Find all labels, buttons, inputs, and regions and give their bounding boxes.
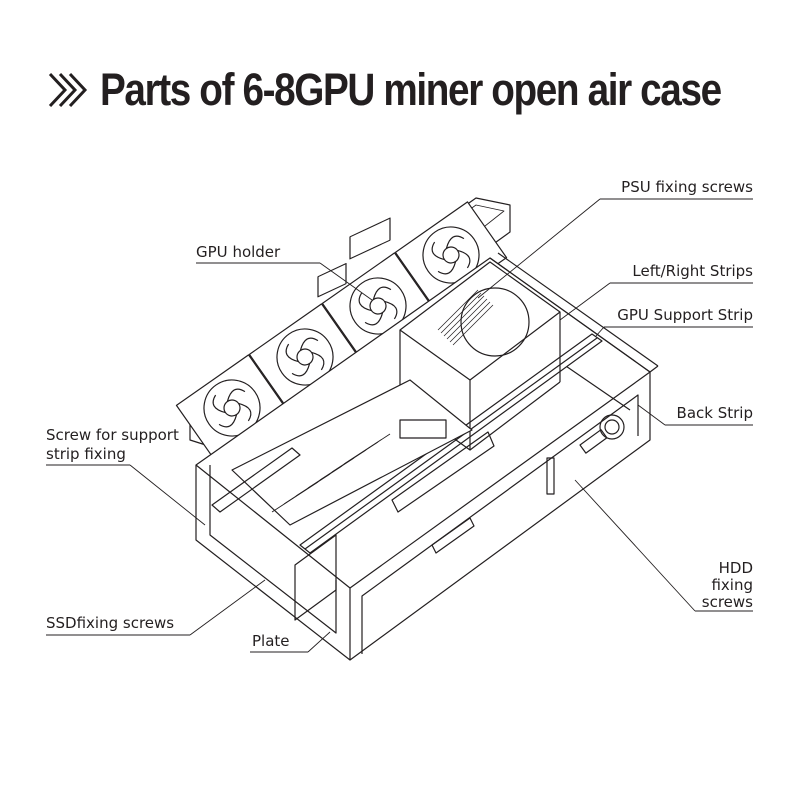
gpu-support-strip xyxy=(299,333,603,554)
label-gpu-support-strip: GPU Support Strip xyxy=(617,306,753,324)
label-screw-support-line1: Screw for support xyxy=(46,426,179,444)
motherboard xyxy=(231,217,495,554)
label-hdd-line2: fixing xyxy=(711,576,753,594)
label-hdd-line3: screws xyxy=(701,593,753,611)
leader-lines xyxy=(46,198,753,653)
label-gpu-holder: GPU holder xyxy=(196,243,281,261)
label-hdd-line1: HDD xyxy=(718,559,753,577)
psu xyxy=(399,261,561,451)
back-strip xyxy=(546,361,631,495)
page-title: Parts of 6-8GPU miner open air case xyxy=(100,64,722,115)
double-chevron-right-icon xyxy=(48,72,88,108)
label-psu-screws: PSU fixing screws xyxy=(621,178,753,196)
label-plate: Plate xyxy=(252,632,290,650)
title-block: Parts of 6-8GPU miner open air case xyxy=(46,62,799,118)
label-back-strip: Back Strip xyxy=(676,404,753,422)
label-screw-support-line2: strip fixing xyxy=(46,445,126,463)
label-ssd-screws: SSDfixing screws xyxy=(46,614,175,632)
plate xyxy=(211,447,337,621)
label-left-right-strips: Left/Right Strips xyxy=(632,262,753,280)
